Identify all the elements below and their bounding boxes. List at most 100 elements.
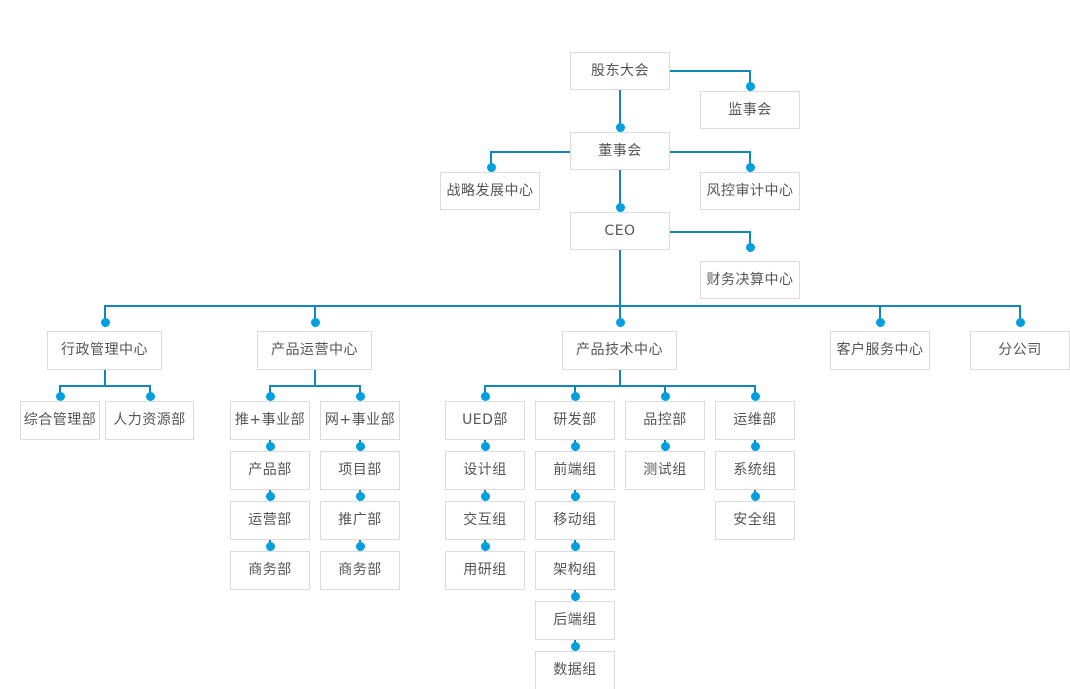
connector-board-to-risk-v [749,151,751,172]
node-backend-group[interactable]: 后端组 [535,601,615,640]
connector-dot-system-group [750,441,760,451]
connector-dot-business-dept-left [265,541,275,551]
connector-dot-frontend-group [570,441,580,451]
node-admin-management-center[interactable]: 行政管理中心 [47,331,162,370]
connector-shareholders-to-supervisors-v [749,70,751,91]
node-shareholders-meeting[interactable]: 股东大会 [570,52,670,90]
node-general-management-dept[interactable]: 综合管理部 [20,401,100,440]
connector-pt-to-ops-v [754,385,756,397]
connector-dot-branch-company [1015,317,1025,327]
node-user-research-group[interactable]: 用研组 [445,551,525,590]
node-customer-service-center[interactable]: 客户服务中心 [830,331,930,370]
connector-dot-operation-dept [265,491,275,501]
connector-dot-wang-business-unit [355,391,365,401]
node-human-resources-dept[interactable]: 人力资源部 [105,401,194,440]
connector-dot-data-group [570,641,580,651]
connector-product-operation-drop [314,370,316,386]
node-board-of-supervisors[interactable]: 监事会 [700,91,800,129]
connector-pt-to-rd-v [574,385,576,397]
connector-dot-design-group [480,441,490,451]
connector-dot-interaction-group [480,491,490,501]
connector-admin-bus [59,385,151,387]
connector-board-to-strategy-h [490,151,570,153]
connector-dot-board-of-directors [615,122,625,132]
connector-dot-test-group [660,441,670,451]
connector-dot-product-technology-center [615,317,625,327]
connector-dot-admin-center [100,317,110,327]
node-business-dept-left[interactable]: 商务部 [230,551,310,590]
connector-po-to-wang-v [359,385,361,397]
node-wang-business-unit[interactable]: 网+事业部 [320,401,400,440]
connector-product-technology-drop [619,370,621,386]
node-board-of-directors[interactable]: 董事会 [570,132,670,170]
node-branch-company[interactable]: 分公司 [970,331,1070,370]
node-ops-dept[interactable]: 运维部 [715,401,795,440]
connector-admin-drop [104,370,106,386]
connector-dot-mobile-group [570,491,580,501]
connector-dot-promotion-dept [355,491,365,501]
node-project-dept[interactable]: 项目部 [320,451,400,490]
connector-dot-qa-dept [660,391,670,401]
connector-board-to-ceo-v [619,170,621,212]
node-ued-dept[interactable]: UED部 [445,401,525,440]
connector-trunk-drop-customer-service [879,305,881,327]
connector-dot-finance-center [745,242,755,252]
connector-admin-to-general-v [59,385,61,397]
connector-shareholders-to-board-v [619,90,621,132]
node-finance-settlement-center[interactable]: 财务决算中心 [700,261,800,299]
connector-admin-to-hr-v [149,385,151,397]
connector-dot-product-operation-center [310,317,320,327]
connector-dot-rd-dept [570,391,580,401]
connector-dot-ceo [615,202,625,212]
connector-main-trunk-bus [105,305,1021,307]
node-risk-audit-center[interactable]: 风控审计中心 [700,172,800,210]
node-tui-business-unit[interactable]: 推+事业部 [230,401,310,440]
node-qa-dept[interactable]: 品控部 [625,401,705,440]
connector-dot-ops-dept [750,391,760,401]
node-mobile-group[interactable]: 移动组 [535,501,615,540]
node-operation-dept[interactable]: 运营部 [230,501,310,540]
node-interaction-group[interactable]: 交互组 [445,501,525,540]
connector-dot-business-dept-right [355,541,365,551]
node-security-group[interactable]: 安全组 [715,501,795,540]
connector-ceo-to-finance-h [670,231,750,233]
connector-trunk-drop-branch [1019,305,1021,327]
connector-dot-general-management-dept [55,391,65,401]
node-promotion-dept[interactable]: 推广部 [320,501,400,540]
connector-dot-user-research-group [480,541,490,551]
node-product-dept[interactable]: 产品部 [230,451,310,490]
node-strategy-development-center[interactable]: 战略发展中心 [440,172,540,210]
connector-dot-ued-dept [480,391,490,401]
connector-product-operation-bus [269,385,361,387]
connector-board-to-risk-h [670,151,750,153]
node-business-dept-right[interactable]: 商务部 [320,551,400,590]
node-architecture-group[interactable]: 架构组 [535,551,615,590]
node-product-operation-center[interactable]: 产品运营中心 [257,331,372,370]
node-data-group[interactable]: 数据组 [535,651,615,689]
node-rd-dept[interactable]: 研发部 [535,401,615,440]
node-frontend-group[interactable]: 前端组 [535,451,615,490]
connector-dot-tui-business-unit [265,391,275,401]
connector-ceo-to-finance-v [749,231,751,252]
connector-dot-product-dept [265,441,275,451]
node-system-group[interactable]: 系统组 [715,451,795,490]
connector-dot-security-group [750,491,760,501]
connector-board-to-strategy-v [490,151,492,172]
connector-ceo-trunk-drop [619,250,621,306]
connector-trunk-drop-product-technology [619,305,621,327]
connector-dot-strategy-center [486,162,496,172]
connector-dot-architecture-group [570,541,580,551]
connector-dot-backend-group [570,591,580,601]
node-design-group[interactable]: 设计组 [445,451,525,490]
node-test-group[interactable]: 测试组 [625,451,705,490]
node-ceo[interactable]: CEO [570,212,670,250]
connector-pt-to-qa-v [664,385,666,397]
connector-trunk-drop-admin [104,305,106,327]
connector-dot-customer-service-center [875,317,885,327]
connector-po-to-tui-v [269,385,271,397]
connector-dot-human-resources-dept [145,391,155,401]
connector-pt-to-ued-v [484,385,486,397]
connector-dot-supervisors [745,81,755,91]
node-product-technology-center[interactable]: 产品技术中心 [562,331,677,370]
